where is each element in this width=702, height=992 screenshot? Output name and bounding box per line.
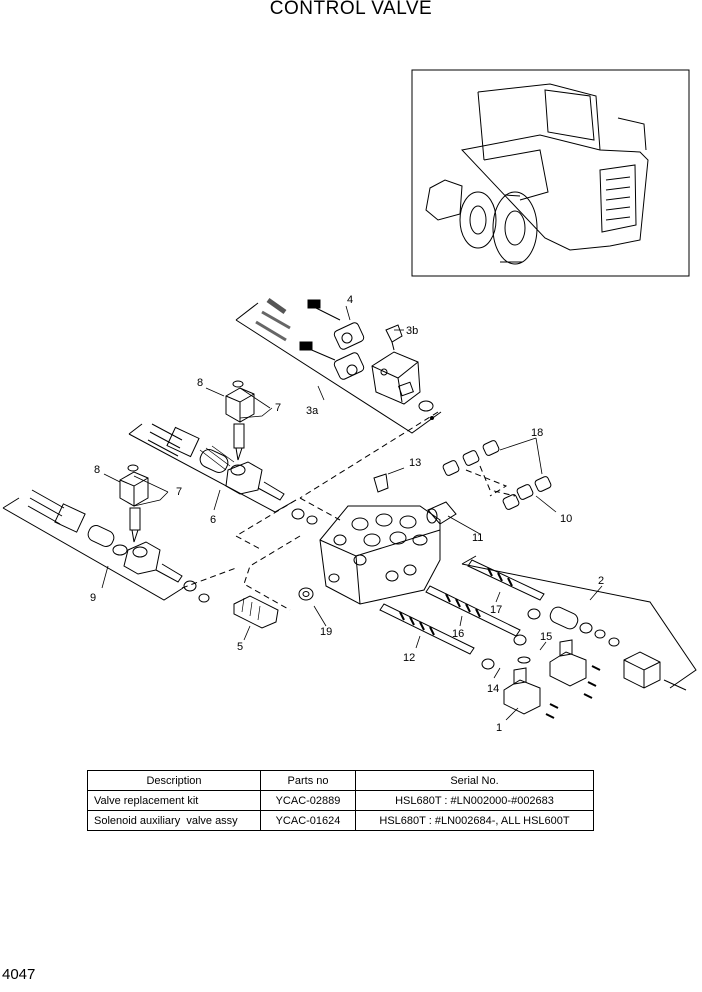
callout-10: 10 bbox=[560, 513, 572, 525]
parts-table: Description Parts no Serial No. Valve re… bbox=[87, 770, 594, 831]
spools bbox=[379, 559, 545, 670]
page-number: 4047 bbox=[2, 966, 36, 983]
callout-16: 18 bbox=[531, 427, 543, 439]
callout-5: 4 bbox=[347, 294, 353, 306]
leader-lines bbox=[101, 305, 603, 721]
callout-3a: 2 bbox=[598, 575, 604, 587]
main-valve-body bbox=[291, 505, 441, 605]
header-parts-no: Parts no bbox=[260, 770, 356, 791]
cell-description: Valve replacement kit bbox=[87, 790, 261, 811]
callout-18: 14 bbox=[487, 683, 499, 695]
callout-1: 1 bbox=[496, 722, 502, 734]
callout-4: 3b bbox=[406, 325, 418, 337]
callout-labels: 4 3b 3a 8 7 13 18 8 7 6 10 11 9 2 17 16 … bbox=[90, 294, 604, 734]
callout-8-top: 8 bbox=[197, 377, 203, 389]
group-3a bbox=[461, 555, 697, 691]
callout-9: 9 bbox=[90, 592, 96, 604]
fittings-10-16 bbox=[442, 440, 552, 510]
callout-7-top: 7 bbox=[275, 402, 281, 414]
header-serial-no: Serial No. bbox=[355, 770, 594, 791]
callout-14: 16 bbox=[452, 628, 464, 640]
header-description: Description bbox=[87, 770, 261, 791]
callout-12: 13 bbox=[409, 457, 421, 469]
cell-parts-no: YCAC-01624 bbox=[260, 810, 356, 831]
page-title: CONTROL VALVE bbox=[269, 0, 433, 19]
handles bbox=[503, 639, 601, 719]
table-row: Solenoid auxiliary valve assy YCAC-01624… bbox=[87, 810, 594, 831]
callout-11: 11 bbox=[472, 532, 483, 544]
callout-15: 17 bbox=[490, 604, 502, 616]
fittings-2-17 bbox=[233, 587, 314, 629]
cell-serial-no: HSL680T : #LN002684-, ALL HSL600T bbox=[355, 810, 594, 831]
table-row: Valve replacement kit YCAC-02889 HSL680T… bbox=[87, 790, 594, 811]
callout-17: 19 bbox=[320, 626, 332, 638]
cell-description: Solenoid auxiliary valve assy bbox=[87, 810, 261, 831]
cell-parts-no: YCAC-02889 bbox=[260, 790, 356, 811]
group-6 bbox=[128, 380, 297, 513]
table-header-row: Description Parts no Serial No. bbox=[87, 770, 594, 791]
callout-8-low: 8 bbox=[94, 464, 100, 476]
callout-3b: 3a bbox=[306, 405, 319, 417]
fittings-11-12 bbox=[373, 473, 457, 525]
cell-serial-no: HSL680T : #LN002000-#002683 bbox=[355, 790, 594, 811]
callout-2: 5 bbox=[237, 641, 243, 653]
group-9 bbox=[2, 464, 210, 603]
callout-13: 12 bbox=[403, 652, 415, 664]
callout-19: 15 bbox=[540, 631, 552, 643]
group-3b bbox=[235, 297, 442, 434]
callout-7-low: 7 bbox=[176, 486, 182, 498]
callout-6: 6 bbox=[210, 514, 216, 526]
connection-lines bbox=[181, 411, 516, 611]
machine-thumbnail bbox=[411, 69, 690, 277]
